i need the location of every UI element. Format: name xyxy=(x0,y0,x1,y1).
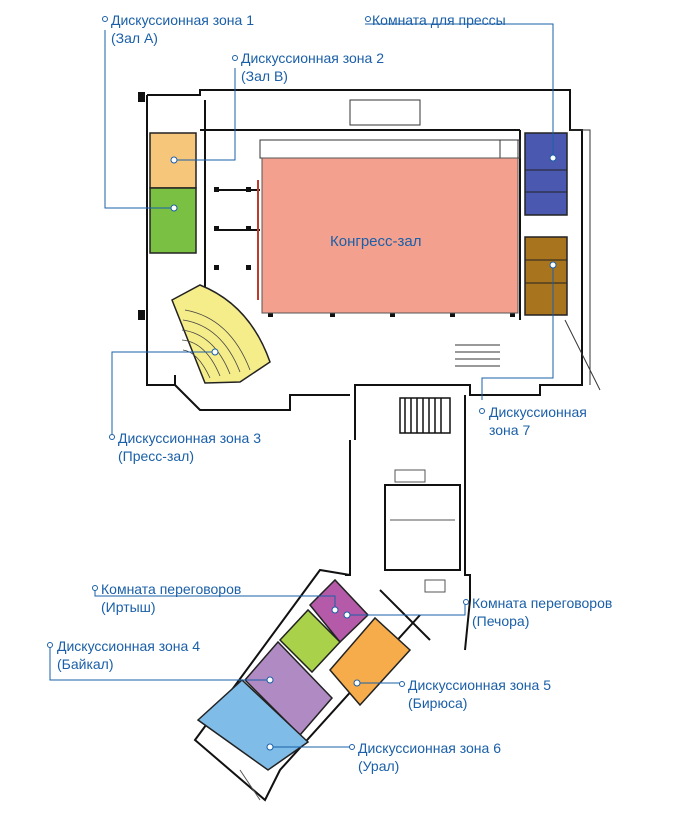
zone-3-title: Дискуссионная зона 3 xyxy=(118,430,261,446)
upper-details xyxy=(259,99,601,391)
leader-dots xyxy=(47,16,557,751)
zone-5-label[interactable]: Дискуссионная зона 5 (Бирюса) xyxy=(408,676,551,712)
congress-hall-label: Конгресс-зал xyxy=(330,233,422,250)
pechora-green-room[interactable] xyxy=(278,608,342,674)
zone-2-title: Дискуссионная зона 2 xyxy=(241,50,384,66)
zone-4-title: Дискуссионная зона 4 xyxy=(57,638,200,654)
press-room-title: Комната для прессы xyxy=(372,12,506,28)
zone-7-room[interactable] xyxy=(524,236,568,316)
middle-details xyxy=(239,469,455,801)
zone-2-subtitle: (Зал В) xyxy=(241,68,288,84)
zone-1-subtitle: (Зал А) xyxy=(111,30,158,46)
zone-5-subtitle: (Бирюса) xyxy=(408,695,468,711)
pechora-label[interactable]: Комната переговоров (Печора) xyxy=(472,594,612,630)
zone-4-subtitle: (Байкал) xyxy=(57,656,114,672)
zone-3-label[interactable]: Дискуссионная зона 3 (Пресс-зал) xyxy=(118,429,261,465)
leader-lines xyxy=(49,23,554,748)
pillars xyxy=(138,92,515,320)
zone-1-label[interactable]: Дискуссионная зона 1 (Зал А) xyxy=(111,11,254,47)
zone-6-subtitle: (Урал) xyxy=(358,758,400,774)
zone-1-title: Дискуссионная зона 1 xyxy=(111,12,254,28)
congress-hall-room[interactable] xyxy=(261,157,519,314)
zone-3-seating xyxy=(181,309,251,379)
zone-7-title: Дискуссионная xyxy=(489,404,587,420)
zone-6-label[interactable]: Дискуссионная зона 6 (Урал) xyxy=(358,739,501,775)
zone-5-title: Дискуссионная зона 5 xyxy=(408,677,551,693)
zone-7-subtitle: зона 7 xyxy=(489,422,531,438)
press-room-label[interactable]: Комната для прессы xyxy=(372,11,506,29)
pechora-subtitle: (Печора) xyxy=(472,613,530,629)
zone-4-label[interactable]: Дискуссионная зона 4 (Байкал) xyxy=(57,637,200,673)
upper-building-walls xyxy=(146,89,583,440)
zone-6-title: Дискуссионная зона 6 xyxy=(358,740,501,756)
zone-3-room[interactable] xyxy=(171,284,271,384)
press-room[interactable] xyxy=(524,132,568,216)
zone-2-label[interactable]: Дискуссионная зона 2 (Зал В) xyxy=(241,49,384,85)
pechora-title: Комната переговоров xyxy=(472,595,613,611)
irtysh-label[interactable]: Комната переговоров (Иртыш) xyxy=(101,580,241,616)
zone-2-room[interactable] xyxy=(149,187,197,254)
stairs-center xyxy=(399,397,451,434)
zone-5-room[interactable] xyxy=(329,616,412,707)
irtysh-subtitle: (Иртыш) xyxy=(101,599,156,615)
irtysh-title: Комната переговоров xyxy=(101,581,242,597)
zone-7-label[interactable]: Дискуссионная зона 7 xyxy=(489,403,587,439)
zone-3-subtitle: (Пресс-зал) xyxy=(118,448,194,464)
